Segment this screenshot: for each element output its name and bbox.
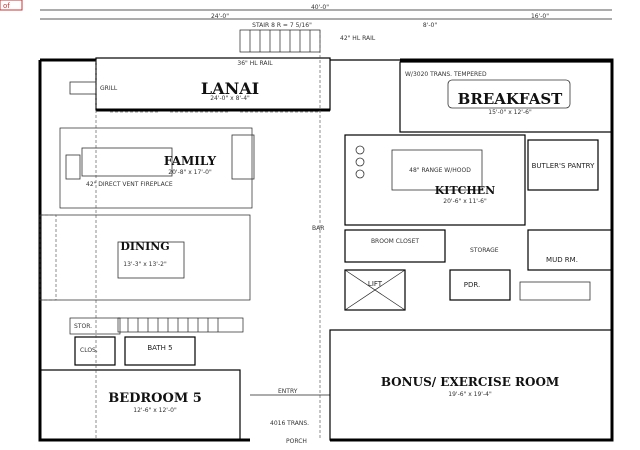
corner-tag-box: [0, 0, 23, 11]
stor-outline: [69, 317, 121, 335]
corner-tag: of: [3, 2, 10, 10]
kitchen-outline: [344, 134, 526, 226]
dining-table: [117, 241, 185, 279]
breakfast-outline: [399, 61, 613, 133]
entry-trans-note: 4016 TRANS.: [270, 420, 309, 427]
overall-dim-right: 16'-0": [531, 13, 549, 20]
lower-stair: [117, 317, 244, 333]
room-entry: ENTRY: [278, 388, 298, 395]
dining-window: [39, 214, 57, 301]
room-stor: STOR.: [74, 323, 92, 330]
room-broom-closet: BROOM CLOSET: [371, 238, 419, 245]
room-bedroom5: BEDROOM 5: [108, 391, 202, 406]
room-clos: CLOS.: [80, 347, 98, 354]
trans-note: W/3020 TRANS. TEMPERED: [405, 71, 487, 78]
family-chair: [231, 134, 255, 180]
overall-dim-left: 24'-0": [211, 13, 229, 20]
room-breakfast: BREAKFAST: [458, 90, 563, 108]
overall-dim-total: 40'-0": [311, 4, 329, 11]
kitchen-stool-2: [355, 157, 365, 167]
room-mud: MUD RM.: [546, 256, 578, 264]
top-stair: [239, 29, 321, 53]
room-dining: DINING: [120, 240, 169, 253]
lift-x-2: [344, 269, 406, 311]
grill-label: GRILL: [100, 85, 118, 92]
rail-note-42: 42" HL RAIL: [340, 35, 376, 42]
fireplace-note: 42" DIRECT VENT FIREPLACE: [86, 181, 173, 188]
dining-outline: [39, 214, 251, 301]
room-dining-dims: 13'-3" x 13'-2": [123, 261, 167, 268]
pdr-outline: [449, 269, 511, 301]
family-outline: [59, 127, 253, 209]
family-sofa: [81, 147, 173, 177]
room-bonus-dims: 19'-6" x 19'-4": [448, 391, 492, 398]
room-lift: LIFT: [368, 280, 383, 288]
room-porch: PORCH: [286, 438, 307, 445]
bath5-outline: [124, 336, 196, 366]
room-bonus: BONUS/ EXERCISE ROOM: [381, 375, 559, 389]
stair-note: STAIR 8 R = 7 5/16": [252, 22, 312, 29]
room-bath5: BATH 5: [147, 344, 172, 352]
room-kitchen-dims: 20'-6" x 11'-6": [443, 198, 487, 205]
kitchen-stool-1: [355, 145, 365, 155]
storage-block: [344, 229, 446, 263]
bonus-outline: [329, 329, 613, 441]
kitchen-island: [391, 149, 483, 191]
room-breakfast-dims: 15'-0" x 12'-6": [488, 109, 532, 116]
room-bar: BAR: [312, 225, 324, 232]
room-family-dims: 20'-8" x 17'-0": [168, 169, 212, 176]
room-kitchen: KITCHEN: [435, 184, 495, 197]
mud-room-outline: [527, 229, 613, 271]
lift-outline: [344, 269, 406, 311]
laundry-counter: [519, 281, 591, 301]
room-bedroom5-dims: 12'-6" x 12'-0": [133, 407, 177, 414]
room-butlers-pantry: BUTLER'S PANTRY: [532, 162, 595, 170]
butlers-pantry-outline: [527, 139, 599, 191]
breakfast-table: [447, 79, 571, 109]
room-lanai: LANAI: [201, 79, 259, 98]
overall-dim-mid: 8'-0": [423, 22, 437, 29]
room-pdr: PDR.: [464, 281, 480, 289]
rail-note-36: 36" HL RAIL: [237, 60, 273, 67]
room-lanai-dims: 24'-0" x 8'-4": [210, 95, 250, 102]
room-storage: STORAGE: [470, 247, 499, 254]
room-family: FAMILY: [164, 154, 217, 168]
range-note: 48" RANGE W/HOOD: [409, 167, 471, 174]
bedroom5-outline: [39, 369, 241, 441]
kitchen-stool-3: [355, 169, 365, 179]
fireplace: [65, 154, 81, 180]
closet-outline: [74, 336, 116, 366]
grill-box: [69, 81, 97, 95]
